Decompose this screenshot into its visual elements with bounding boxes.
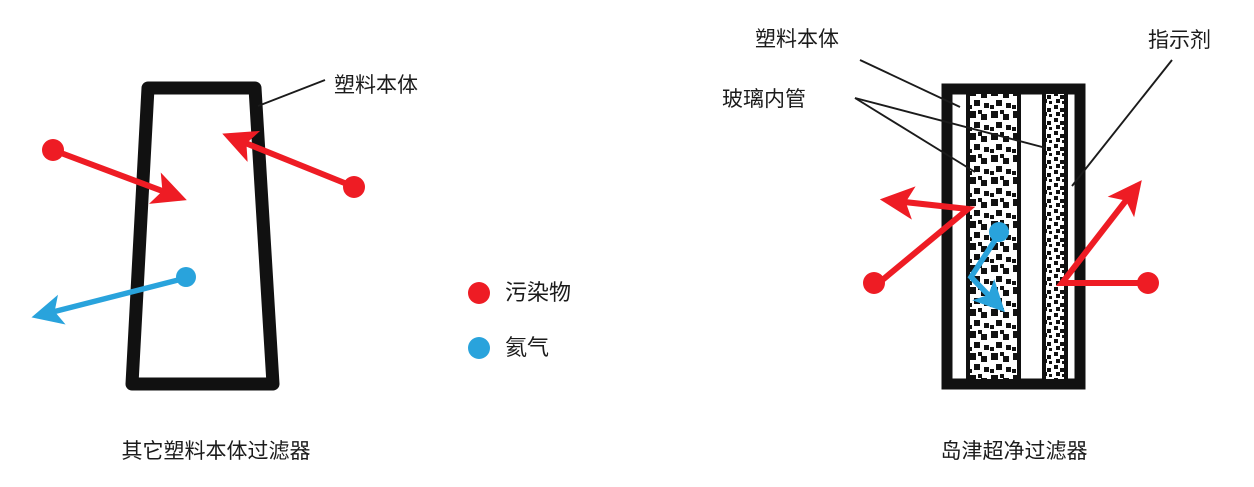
right-helium-pass-dot (989, 222, 1009, 242)
left-pollutant-through-arrow (222, 130, 349, 187)
right-glass-tube-leader-b (854, 97, 1047, 149)
right-indicator-tube-wall-left (1042, 94, 1046, 379)
left-filter-group: 塑料本体 其它塑料本体过滤器 (31, 73, 418, 463)
legend-helium-label: 氦气 (505, 336, 549, 361)
right-indicator-leader (1071, 59, 1173, 187)
left-pollutant-in-arrow (59, 150, 187, 204)
right-label-plastic-body: 塑料本体 (755, 27, 839, 51)
left-panel-caption: 其它塑料本体过滤器 (122, 439, 311, 463)
right-panel-caption: 岛津超净过滤器 (941, 439, 1088, 463)
left-pollutant-through-dot (343, 176, 365, 198)
right-filter-group: 塑料本体 玻璃内管 指示剂 岛津超净过滤器 (722, 27, 1211, 463)
right-indicator-tube-wall-right (1064, 94, 1068, 379)
left-plastic-body-leader (257, 79, 326, 107)
right-pollutant-blocked-arrow (878, 186, 976, 285)
right-indicator-media (1046, 94, 1064, 379)
right-glass-tube-wall-left (966, 94, 970, 379)
right-pollutant-blocked-dot (863, 272, 885, 294)
legend: 污染物 氦气 (468, 281, 571, 361)
right-glass-tube-leader-a (854, 97, 976, 173)
legend-helium-circle-marker (468, 337, 490, 359)
legend-item-pollutant: 污染物 (468, 281, 571, 306)
left-pollutant-in-dot (42, 139, 64, 161)
right-label-indicator: 指示剂 (1148, 28, 1211, 52)
legend-pollutant-circle-marker (468, 282, 490, 304)
left-helium-out-dot (176, 267, 196, 287)
legend-item-helium: 氦气 (468, 336, 549, 361)
right-glass-tube-wall-right (1017, 94, 1021, 379)
right-pollutant-deflected-arrow (1055, 180, 1142, 286)
right-helium-pass-arrow (967, 232, 1005, 313)
right-pollutant-deflected-dot (1137, 272, 1159, 294)
right-label-glass-inner-tube: 玻璃内管 (722, 87, 806, 111)
legend-pollutant-label: 污染物 (505, 281, 571, 306)
left-label-plastic-body: 塑料本体 (334, 73, 418, 97)
right-plastic-body-leader (859, 59, 961, 108)
left-helium-out-arrow (31, 276, 183, 325)
left-filter-plastic-wall (125, 81, 280, 391)
